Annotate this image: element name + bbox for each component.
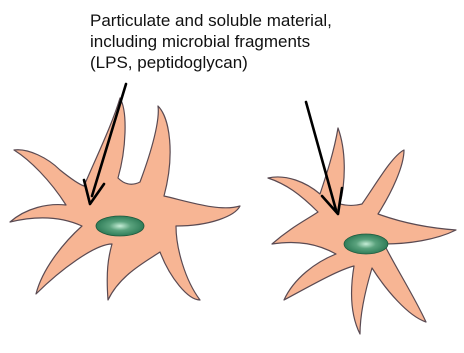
left-cell-body	[10, 98, 240, 300]
right-dendritic-cell	[268, 128, 456, 334]
left-nucleus	[96, 216, 144, 236]
left-dendritic-cell	[10, 98, 240, 300]
right-cell-body	[268, 128, 456, 334]
right-nucleus	[344, 234, 388, 254]
